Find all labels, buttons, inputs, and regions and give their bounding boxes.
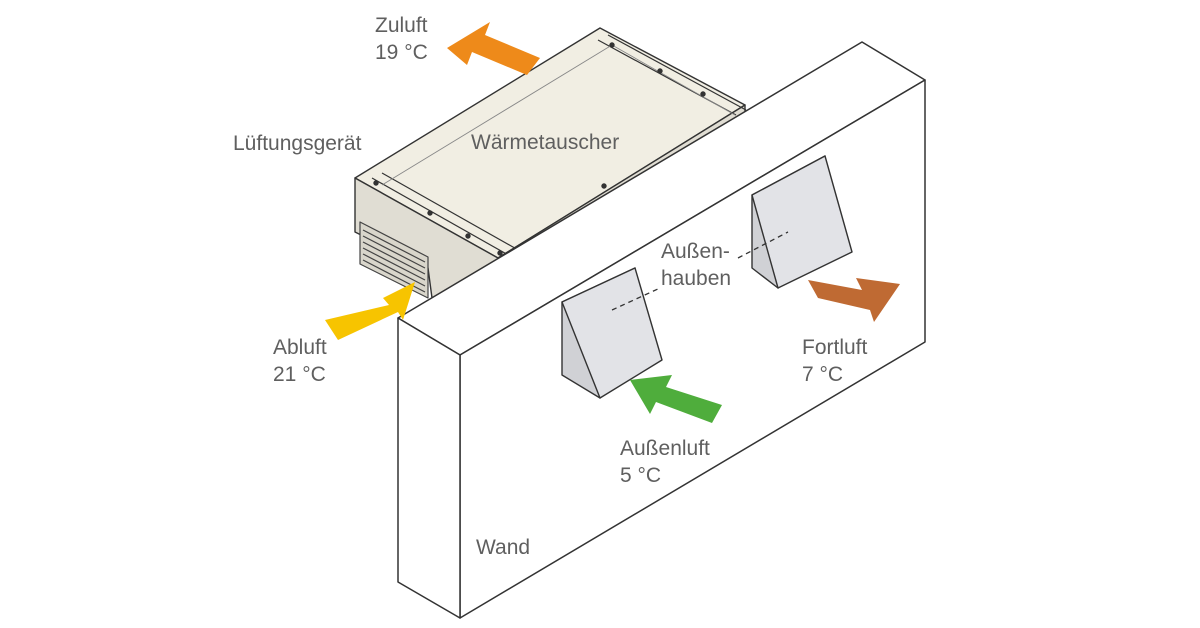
zuluft-temp: 19 °C [375, 41, 428, 64]
fortluft-arrow-icon [808, 278, 900, 322]
hoods-label-line1: Außen- [661, 240, 730, 263]
aussenluft-arrow-icon [630, 375, 722, 423]
abluft-temp: 21 °C [273, 363, 326, 386]
device-label: Lüftungsgerät [233, 132, 362, 155]
hood-left [561, 267, 663, 399]
hood-right [751, 155, 853, 289]
wall-side-face [397, 317, 461, 619]
unit-grille [359, 221, 429, 299]
hood-leader-line [737, 231, 789, 259]
aussenluft-temp: 5 °C [620, 464, 661, 487]
aussenluft-title: Außenluft [620, 437, 710, 460]
fortluft-title: Fortluft [802, 336, 868, 359]
abluft-title: Abluft [273, 336, 327, 359]
wall-label: Wand [476, 536, 530, 559]
zuluft-arrow-icon [447, 22, 540, 75]
heat-exchanger-label: Wärmetauscher [471, 131, 619, 154]
fortluft-temp: 7 °C [802, 363, 843, 386]
hoods-label-line2: hauben [661, 267, 731, 290]
zuluft-title: Zuluft [375, 14, 428, 37]
abluft-arrow-icon [325, 282, 415, 340]
